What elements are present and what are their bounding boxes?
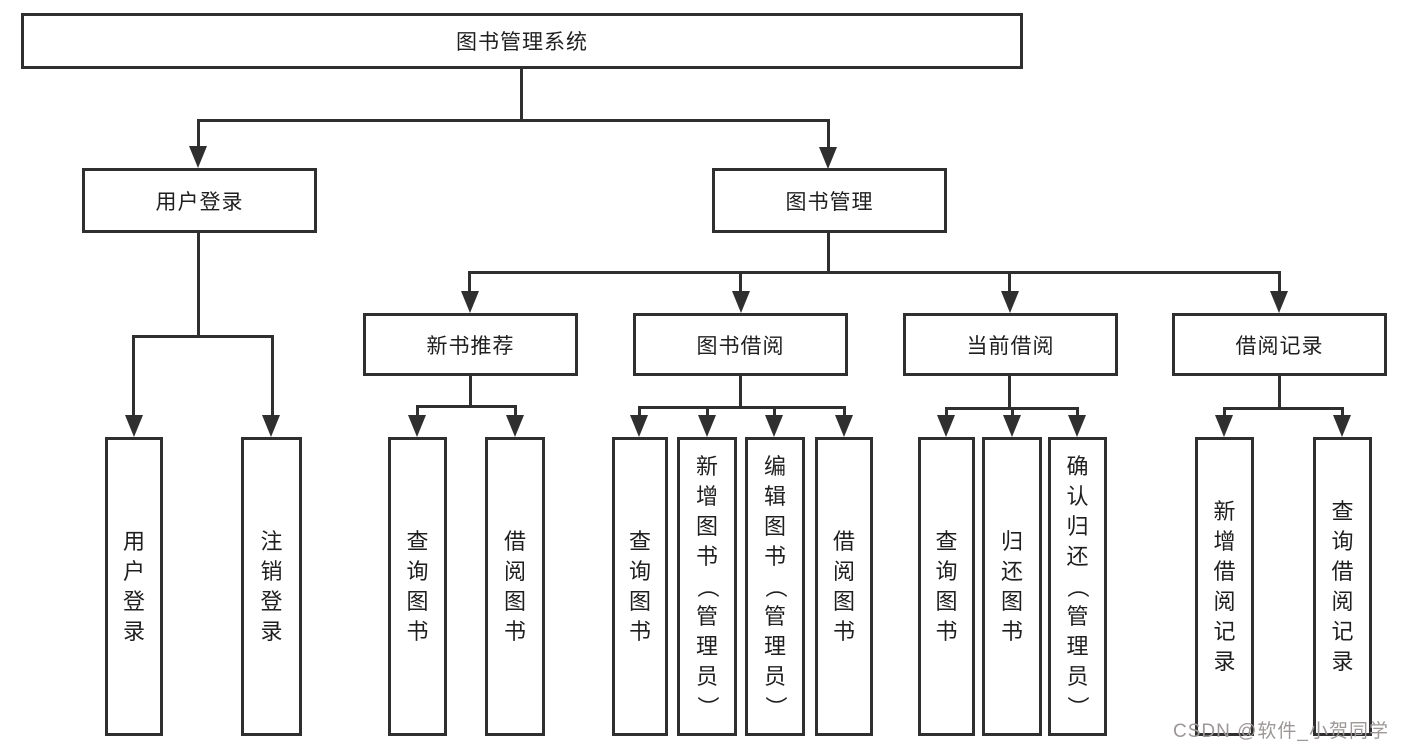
node-root: 图书管理系统 [21,13,1023,69]
node-leaf-bb-edit-book-admin: 编辑图书（管理员） [745,437,805,736]
arrowhead-down-icon [819,147,837,169]
connector-line [416,405,517,408]
node-current-borrow: 当前借阅 [903,313,1118,376]
connector-line [1278,376,1281,407]
arrowhead-down-icon [506,415,524,437]
arrowhead-down-icon [835,415,853,437]
connector-line [773,406,776,415]
connector-line [197,119,200,146]
arrowhead-down-icon [125,415,143,437]
connector-line [468,271,1281,274]
arrowhead-down-icon [1068,415,1086,437]
arrowhead-down-icon [461,291,479,313]
connector-line [514,405,517,415]
arrowhead-down-icon [189,146,207,168]
node-leaf-logout: 注销登录 [241,437,302,736]
connector-line [1008,271,1011,291]
node-leaf-user-login: 用户登录 [105,437,163,736]
connector-line [1278,271,1281,291]
arrowhead-down-icon [1215,415,1233,437]
connector-line [739,376,742,406]
node-leaf-cb-confirm-return-admin: 确认归还（管理员） [1048,437,1107,736]
connector-line [827,233,830,271]
node-leaf-cb-return-book: 归还图书 [982,437,1042,736]
arrowhead-down-icon [408,415,426,437]
connector-line [1011,407,1014,415]
node-leaf-nbr-borrow-book: 借阅图书 [485,437,545,736]
connector-line [739,271,742,291]
arrowhead-down-icon [1270,291,1288,313]
connector-line [1076,407,1079,415]
connector-line [132,335,274,338]
node-borrow-record: 借阅记录 [1172,313,1387,376]
arrowhead-down-icon [1003,415,1021,437]
connector-line [638,406,641,415]
arrowhead-down-icon [698,415,716,437]
connector-line [1223,407,1226,415]
arrowhead-down-icon [1001,291,1019,313]
connector-line [271,335,274,415]
connector-line [843,406,846,415]
node-leaf-bb-add-book-admin: 新增图书（管理员） [677,437,737,736]
arrowhead-down-icon [630,415,648,437]
node-leaf-cb-query-book: 查询图书 [918,437,975,736]
node-leaf-br-add-record: 新增借阅记录 [1195,437,1254,736]
connector-line [945,407,948,415]
node-new-book-recommend: 新书推荐 [363,313,578,376]
arrowhead-down-icon [937,415,955,437]
node-leaf-bb-borrow-book: 借阅图书 [815,437,873,736]
node-leaf-nbr-query-book: 查询图书 [388,437,447,736]
arrowhead-down-icon [765,415,783,437]
csdn-watermark: CSDN @软件_小贺同学 [1173,721,1389,742]
connector-line [197,233,200,335]
connector-line [468,271,471,291]
connector-line [469,376,472,405]
connector-line [416,405,419,415]
node-leaf-bb-query-book: 查询图书 [612,437,668,736]
connector-line [520,69,523,119]
connector-line [638,406,846,409]
connector-line [132,335,135,415]
connector-line [197,119,830,122]
connector-line [1223,407,1344,410]
connector-line [827,119,830,147]
arrowhead-down-icon [1333,415,1351,437]
arrowhead-down-icon [262,415,280,437]
connector-line [1008,376,1011,407]
arrowhead-down-icon [732,291,750,313]
connector-line [706,406,709,415]
connector-line [1341,407,1344,415]
node-user-login: 用户登录 [82,168,317,233]
node-book-management: 图书管理 [712,168,947,233]
node-leaf-br-query-record: 查询借阅记录 [1313,437,1372,736]
node-book-borrow: 图书借阅 [633,313,848,376]
